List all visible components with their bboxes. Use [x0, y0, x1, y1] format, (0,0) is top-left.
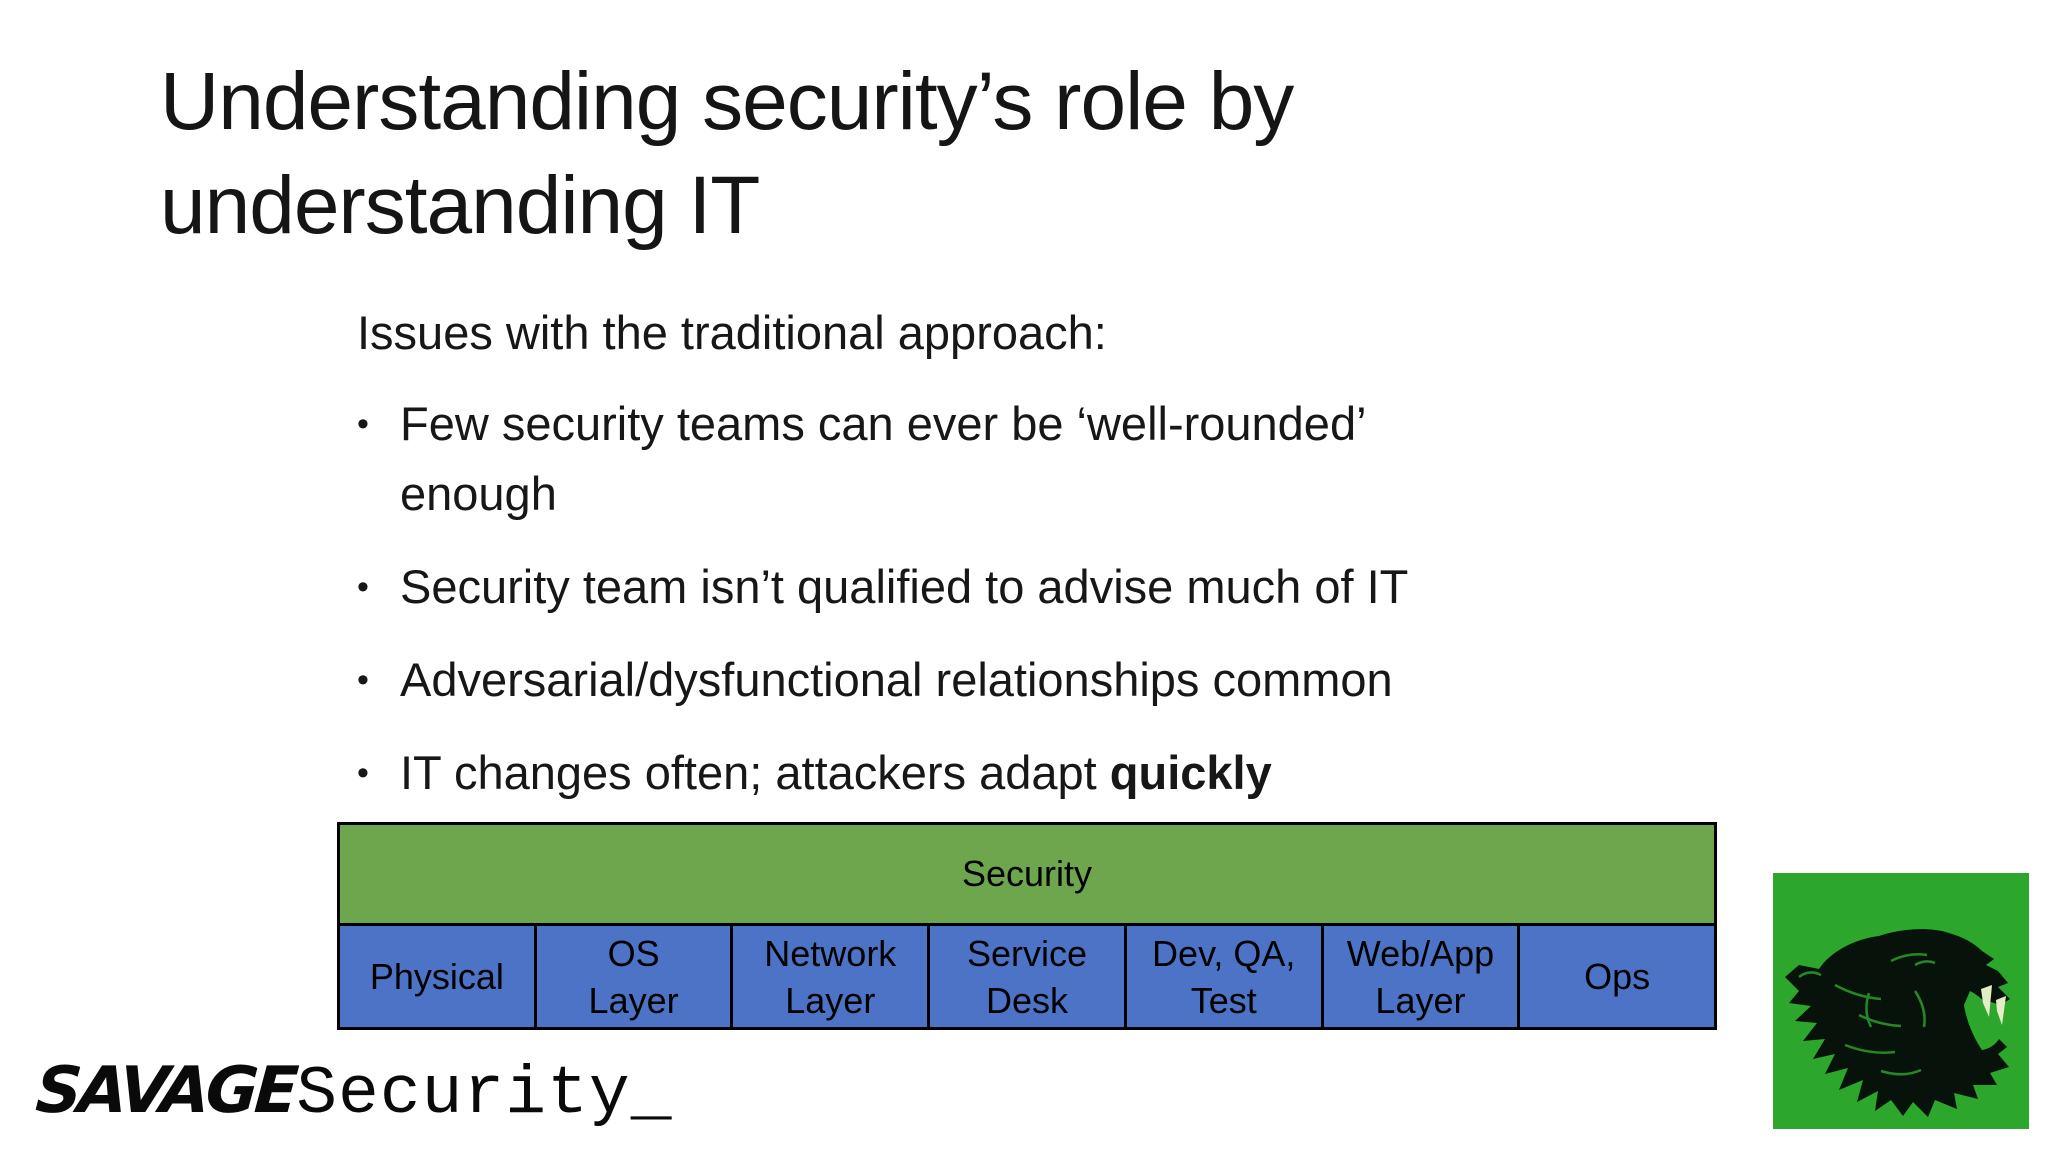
security-band: Security	[340, 825, 1714, 926]
bullet-marker: •	[357, 661, 369, 699]
it-layer-cell: Web/App Layer	[1320, 926, 1518, 1027]
savage-wordmark-text: SAVAGE	[33, 1054, 297, 1128]
it-layer-cell: Dev, QA, Test	[1123, 926, 1321, 1027]
bullet-marker: •	[357, 754, 369, 792]
bullet-line: IT changes often; attackers adapt	[400, 746, 1110, 799]
bullet-marker: •	[357, 568, 369, 606]
bullet-marker: •	[357, 405, 369, 443]
page-title-line2: understanding IT	[160, 160, 760, 251]
tiger-head-icon	[1785, 929, 2010, 1117]
it-layer-cell: Physical	[340, 926, 534, 1027]
it-layer-cell: Network Layer	[730, 926, 928, 1027]
stack-diagram: Security Physical OS Layer Network Layer…	[337, 822, 1717, 1030]
bullet-text: Adversarial/dysfunctional relationships …	[400, 653, 1393, 706]
it-layer-cell: Ops	[1517, 926, 1715, 1027]
bullet-bold-text: quickly	[1109, 746, 1272, 799]
bullet-item: • IT changes often; attackers adapt quic…	[357, 738, 1408, 808]
bullet-text: IT changes often; attackers adapt quickl…	[400, 738, 1272, 808]
page-title-line1: Understanding security’s role by	[160, 56, 1294, 147]
brand-wordmark: SAVAGE Security_	[33, 1054, 673, 1133]
bullet-line: enough	[400, 467, 557, 520]
subheading: Issues with the traditional approach:	[357, 306, 1107, 359]
company-logo	[1773, 873, 2029, 1129]
it-layer-cell: Service Desk	[927, 926, 1124, 1027]
bullet-item: • Few security teams can ever be ‘well-r…	[357, 389, 1408, 529]
bullet-text: Security team isn’t qualified to advise …	[400, 560, 1409, 613]
bullet-text: Few security teams can ever be ‘well-rou…	[400, 389, 1367, 529]
it-layer-cell: OS Layer	[533, 926, 731, 1027]
security-band-label: Security	[961, 853, 1093, 894]
bullet-list: • Few security teams can ever be ‘well-r…	[357, 389, 1408, 808]
bullet-line: Few security teams can ever be ‘well-rou…	[400, 397, 1367, 450]
security-wordmark-text: Security_	[296, 1056, 673, 1133]
it-layer-row: Physical OS Layer Network Layer Service …	[340, 926, 1715, 1027]
bullet-item: • Adversarial/dysfunctional relationship…	[357, 645, 1408, 715]
page-title: Understanding security’s role by underst…	[160, 50, 1294, 258]
bullet-item: • Security team isn’t qualified to advis…	[357, 552, 1408, 622]
